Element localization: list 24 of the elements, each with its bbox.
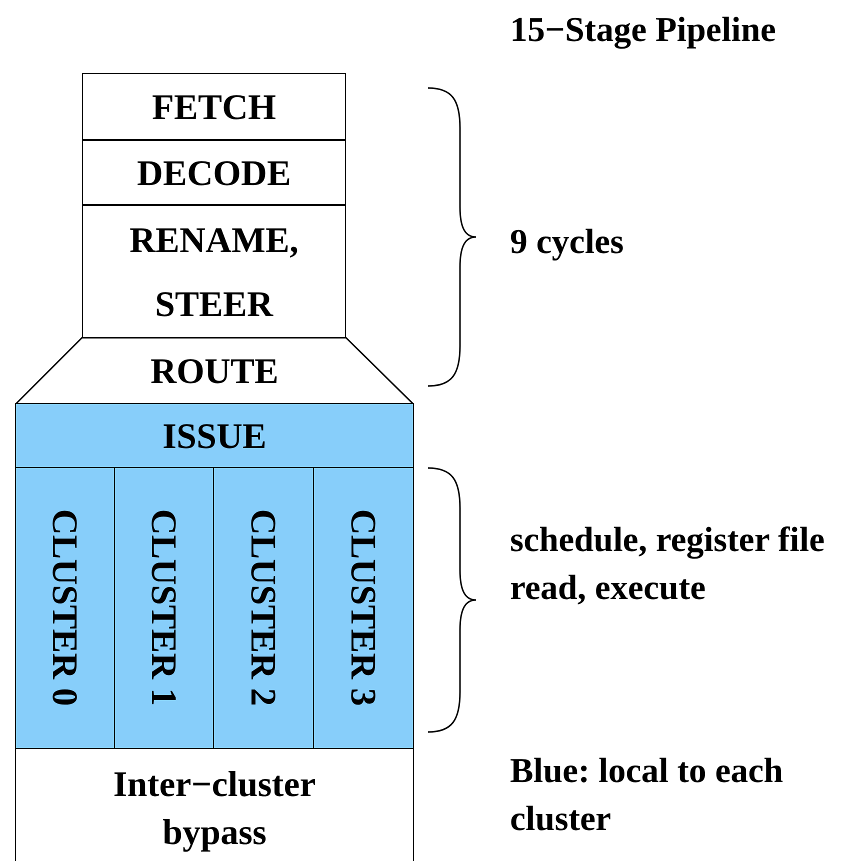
stage-label: ROUTE <box>150 350 279 392</box>
annotation-text: Blue: local to each cluster <box>510 750 784 840</box>
cluster-box <box>313 467 414 749</box>
stage-box <box>82 205 346 338</box>
stage-label: DECODE <box>136 152 292 194</box>
stage-label: CLUSTER 2 <box>242 509 284 707</box>
stage-box <box>15 748 414 861</box>
stage-label: CLUSTER 0 <box>44 509 86 707</box>
stage-box <box>82 140 346 205</box>
stage-label: ISSUE <box>162 414 267 458</box>
cluster-box <box>213 467 314 749</box>
stage-label: CLUSTER 1 <box>143 509 185 707</box>
annotation-text: schedule, register file read, execute <box>510 519 826 609</box>
stage-label: Inter−cluster bypass <box>112 763 317 854</box>
stage-box <box>82 73 346 140</box>
stage-label: RENAME, STEER <box>128 218 300 326</box>
cluster-box <box>15 467 115 749</box>
stage-label: CLUSTER 3 <box>342 509 384 707</box>
annotation-text: 9 cycles <box>510 221 625 263</box>
pipeline-title: 15−Stage Pipeline <box>510 9 777 51</box>
stage-label: FETCH <box>152 86 276 128</box>
cluster-box <box>114 467 214 749</box>
stage-box <box>15 403 414 468</box>
stage-box <box>15 337 414 404</box>
